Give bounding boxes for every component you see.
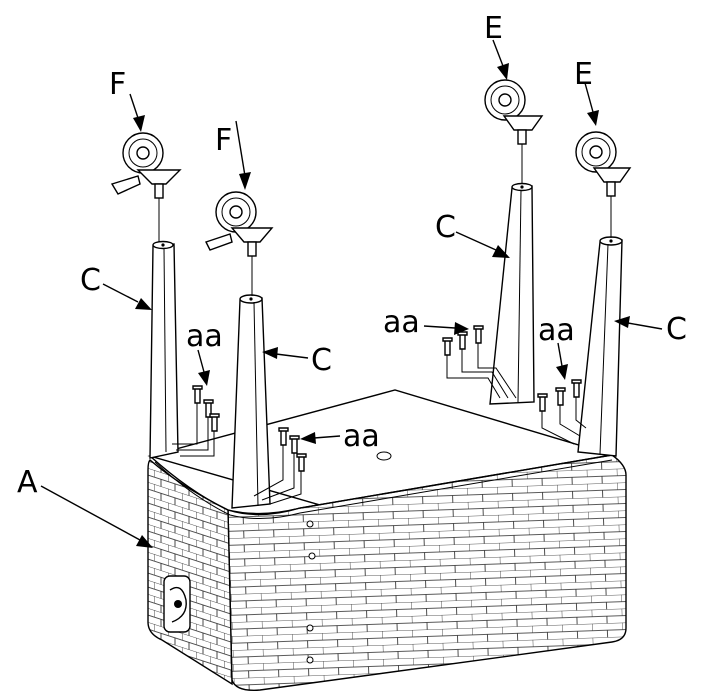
screw-group-left-front <box>253 427 307 505</box>
label-screws-right-front: aa <box>538 313 575 348</box>
cabinet-body <box>147 389 627 691</box>
caster-locking-right <box>205 191 274 296</box>
caster-locking-left <box>110 132 182 242</box>
callout-labels: F F E E C C C C A aa aa aa aa <box>17 11 687 500</box>
screw-group-right-rear <box>442 325 517 399</box>
label-caster-locking-right: F <box>215 123 232 158</box>
front-face-holes <box>306 520 316 664</box>
label-cabinet: A <box>17 465 38 500</box>
leg-left-rear <box>149 240 179 459</box>
label-screws-left-front: aa <box>343 419 380 454</box>
label-leg-left-rear: C <box>80 263 101 298</box>
caster-plain-right <box>575 131 632 238</box>
label-screws-left-rear: aa <box>186 319 223 354</box>
label-leg-right-rear: C <box>435 210 456 245</box>
screw-group-right-front <box>537 379 587 445</box>
leg-left-front <box>231 294 271 509</box>
cabinet-side-face <box>147 459 233 686</box>
screw-group-left-rear <box>172 385 220 457</box>
label-caster-locking-left: F <box>109 67 126 102</box>
label-caster-plain-right: E <box>574 57 593 92</box>
caster-plain-left <box>484 79 544 184</box>
leg-right-front <box>577 236 623 457</box>
label-screws-right-rear: aa <box>383 305 420 340</box>
side-handle <box>163 575 191 633</box>
leader-lines <box>40 39 663 548</box>
label-leg-right-front: C <box>666 312 687 347</box>
label-caster-plain-left: E <box>484 11 503 46</box>
cabinet-top-hole <box>376 451 392 461</box>
leg-right-rear <box>489 182 535 405</box>
label-leg-left-front: C <box>311 343 332 378</box>
